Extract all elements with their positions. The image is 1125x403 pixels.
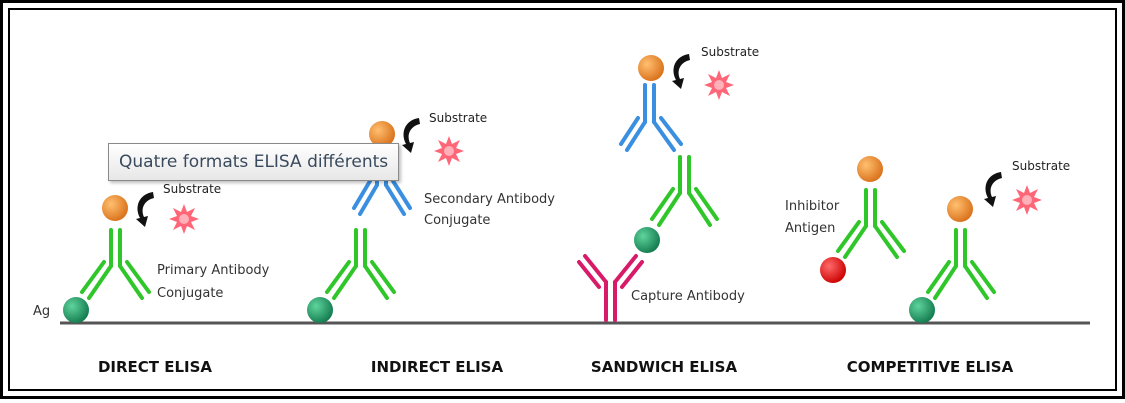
competitive-elisa-panel: Inhibitor Antigen Substrate COMPETITIVE … (785, 156, 1070, 376)
tooltip: Quatre formats ELISA différents (108, 143, 399, 181)
primary-antibody (82, 230, 149, 298)
capture-antibody (579, 256, 642, 320)
ag-label: Ag (33, 304, 50, 319)
substrate-burst-icon (169, 204, 199, 234)
inhibitor-antigen-circle (820, 257, 846, 283)
secondary-conjugate-label: Conjugate (424, 213, 490, 228)
primary-antibody-label: Primary Antibody (157, 263, 270, 278)
enzyme-circle (638, 55, 664, 81)
substrate-label: Substrate (163, 182, 221, 196)
indirect-elisa-title: INDIRECT ELISA (371, 358, 504, 376)
bound-antibody (928, 230, 994, 298)
substrate-label: Substrate (1012, 159, 1070, 173)
enzyme-circle (857, 156, 883, 182)
substrate-label: Substrate (701, 45, 759, 59)
secondary-antibody-label: Secondary Antibody (424, 192, 555, 207)
antigen-circle (909, 297, 935, 323)
substrate-burst-icon (434, 136, 464, 166)
inner-border (9, 9, 1116, 390)
free-antibody (838, 190, 904, 257)
enzyme-circle (947, 196, 973, 222)
sandwich-elisa-title: SANDWICH ELISA (591, 358, 738, 376)
reaction-arrow-icon (402, 118, 420, 153)
primary-conjugate-label: Conjugate (157, 286, 223, 301)
antigen-circle (63, 297, 89, 323)
direct-elisa-panel: Ag Substrate Primary Antibody Conjugate … (33, 182, 270, 376)
inhibitor-antigen-label: Antigen (785, 221, 835, 236)
reaction-arrow-icon (984, 172, 1002, 207)
reaction-arrow-icon (136, 192, 154, 227)
substrate-label: Substrate (429, 111, 487, 125)
capture-antibody-label: Capture Antibody (631, 289, 745, 304)
antigen-circle (307, 297, 333, 323)
primary-antibody (327, 230, 394, 298)
competitive-elisa-title: COMPETITIVE ELISA (847, 358, 1014, 376)
secondary-antibody (621, 85, 681, 150)
reaction-arrow-icon (672, 54, 690, 89)
detection-antibody (652, 157, 717, 225)
direct-elisa-title: DIRECT ELISA (98, 358, 212, 376)
substrate-burst-icon (704, 70, 734, 100)
enzyme-circle (102, 195, 128, 221)
inhibitor-label: Inhibitor (785, 199, 840, 214)
substrate-burst-icon (1012, 185, 1042, 215)
sandwich-elisa-panel: Substrate Capture Antibody SANDWICH ELIS… (579, 45, 759, 376)
antigen-circle (634, 227, 660, 253)
